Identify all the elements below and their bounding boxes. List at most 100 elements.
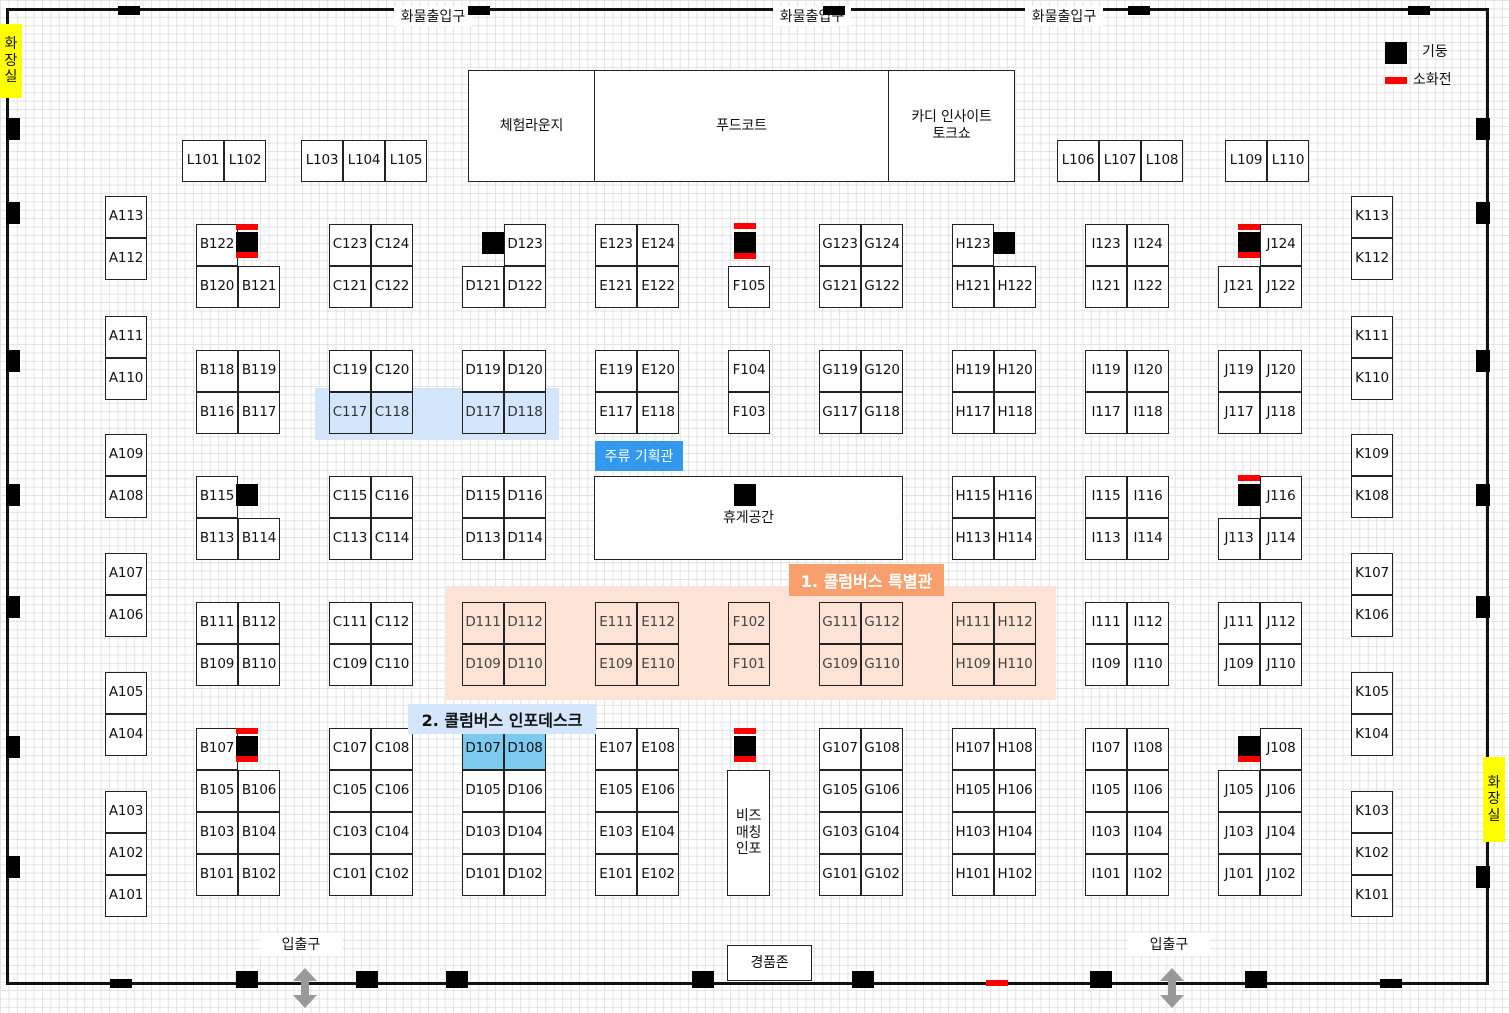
booth-e108[interactable]: E108	[637, 728, 679, 770]
booth-b102[interactable]: B102	[238, 854, 280, 896]
booth-d102[interactable]: D102	[504, 854, 546, 896]
booth-b115[interactable]: B115	[196, 476, 238, 518]
booth-h123[interactable]: H123	[952, 224, 994, 266]
booth-h105[interactable]: H105	[952, 770, 994, 812]
booth-e111[interactable]: E111	[595, 602, 637, 644]
booth-e103[interactable]: E103	[595, 812, 637, 854]
booth-e112[interactable]: E112	[637, 602, 679, 644]
booth-g103[interactable]: G103	[819, 812, 861, 854]
booth-g109[interactable]: G109	[819, 644, 861, 686]
booth-g108[interactable]: G108	[861, 728, 903, 770]
booth-l106[interactable]: L106	[1057, 140, 1099, 182]
booth-b104[interactable]: B104	[238, 812, 280, 854]
booth-h119[interactable]: H119	[952, 350, 994, 392]
booth-j106[interactable]: J106	[1260, 770, 1302, 812]
booth-e118[interactable]: E118	[637, 392, 679, 434]
booth-h114[interactable]: H114	[994, 518, 1036, 560]
booth-j117[interactable]: J117	[1218, 392, 1260, 434]
booth-f101[interactable]: F101	[728, 644, 770, 686]
booth-a105[interactable]: A105	[105, 672, 147, 714]
booth-d105[interactable]: D105	[462, 770, 504, 812]
booth-l110[interactable]: L110	[1267, 140, 1309, 182]
booth-c118[interactable]: C118	[371, 392, 413, 434]
booth-j110[interactable]: J110	[1260, 644, 1302, 686]
booth-e121[interactable]: E121	[595, 266, 637, 308]
booth-e122[interactable]: E122	[637, 266, 679, 308]
booth-g119[interactable]: G119	[819, 350, 861, 392]
booth-d116[interactable]: D116	[504, 476, 546, 518]
booth-c115[interactable]: C115	[329, 476, 371, 518]
booth-h107[interactable]: H107	[952, 728, 994, 770]
booth-d122[interactable]: D122	[504, 266, 546, 308]
booth-d114[interactable]: D114	[504, 518, 546, 560]
booth-k105[interactable]: K105	[1351, 672, 1393, 714]
booth-f105[interactable]: F105	[728, 266, 770, 308]
booth-l102[interactable]: L102	[224, 140, 266, 182]
booth-i118[interactable]: I118	[1127, 392, 1169, 434]
booth-k101[interactable]: K101	[1351, 875, 1393, 917]
booth-i124[interactable]: I124	[1127, 224, 1169, 266]
booth-g123[interactable]: G123	[819, 224, 861, 266]
food-court[interactable]: 푸드코트	[594, 70, 889, 182]
booth-g112[interactable]: G112	[861, 602, 903, 644]
booth-j108[interactable]: J108	[1260, 728, 1302, 770]
booth-g105[interactable]: G105	[819, 770, 861, 812]
booth-j112[interactable]: J112	[1260, 602, 1302, 644]
booth-c108[interactable]: C108	[371, 728, 413, 770]
booth-d123[interactable]: D123	[504, 224, 546, 266]
booth-h113[interactable]: H113	[952, 518, 994, 560]
booth-c119[interactable]: C119	[329, 350, 371, 392]
booth-d115[interactable]: D115	[462, 476, 504, 518]
booth-i112[interactable]: I112	[1127, 602, 1169, 644]
booth-b116[interactable]: B116	[196, 392, 238, 434]
booth-h109[interactable]: H109	[952, 644, 994, 686]
booth-d111[interactable]: D111	[462, 602, 504, 644]
booth-h104[interactable]: H104	[994, 812, 1036, 854]
booth-b119[interactable]: B119	[238, 350, 280, 392]
booth-h121[interactable]: H121	[952, 266, 994, 308]
booth-h115[interactable]: H115	[952, 476, 994, 518]
booth-e120[interactable]: E120	[637, 350, 679, 392]
booth-f103[interactable]: F103	[728, 392, 770, 434]
booth-f102[interactable]: F102	[728, 602, 770, 644]
booth-l109[interactable]: L109	[1225, 140, 1267, 182]
booth-j119[interactable]: J119	[1218, 350, 1260, 392]
booth-k112[interactable]: K112	[1351, 238, 1393, 280]
booth-j121[interactable]: J121	[1218, 266, 1260, 308]
booth-j124[interactable]: J124	[1260, 224, 1302, 266]
booth-d118[interactable]: D118	[504, 392, 546, 434]
booth-h116[interactable]: H116	[994, 476, 1036, 518]
booth-j113[interactable]: J113	[1218, 518, 1260, 560]
booth-g118[interactable]: G118	[861, 392, 903, 434]
booth-h117[interactable]: H117	[952, 392, 994, 434]
booth-k108[interactable]: K108	[1351, 476, 1393, 518]
booth-j105[interactable]: J105	[1218, 770, 1260, 812]
booth-b121[interactable]: B121	[238, 266, 280, 308]
booth-i116[interactable]: I116	[1127, 476, 1169, 518]
booth-i120[interactable]: I120	[1127, 350, 1169, 392]
booth-e110[interactable]: E110	[637, 644, 679, 686]
booth-f104[interactable]: F104	[728, 350, 770, 392]
booth-c102[interactable]: C102	[371, 854, 413, 896]
booth-g102[interactable]: G102	[861, 854, 903, 896]
booth-k104[interactable]: K104	[1351, 714, 1393, 756]
booth-c122[interactable]: C122	[371, 266, 413, 308]
booth-a113[interactable]: A113	[105, 196, 147, 238]
booth-d104[interactable]: D104	[504, 812, 546, 854]
booth-j102[interactable]: J102	[1260, 854, 1302, 896]
booth-a110[interactable]: A110	[105, 358, 147, 400]
booth-j104[interactable]: J104	[1260, 812, 1302, 854]
booth-i111[interactable]: I111	[1085, 602, 1127, 644]
talk-show-stage[interactable]: 카디 인사이트 토크쇼	[888, 70, 1015, 182]
booth-e109[interactable]: E109	[595, 644, 637, 686]
booth-a103[interactable]: A103	[105, 791, 147, 833]
booth-g106[interactable]: G106	[861, 770, 903, 812]
booth-k102[interactable]: K102	[1351, 833, 1393, 875]
booth-d101[interactable]: D101	[462, 854, 504, 896]
booth-b103[interactable]: B103	[196, 812, 238, 854]
booth-c124[interactable]: C124	[371, 224, 413, 266]
booth-j116[interactable]: J116	[1260, 476, 1302, 518]
booth-d117[interactable]: D117	[462, 392, 504, 434]
booth-h122[interactable]: H122	[994, 266, 1036, 308]
booth-d108[interactable]: D108	[504, 728, 546, 770]
